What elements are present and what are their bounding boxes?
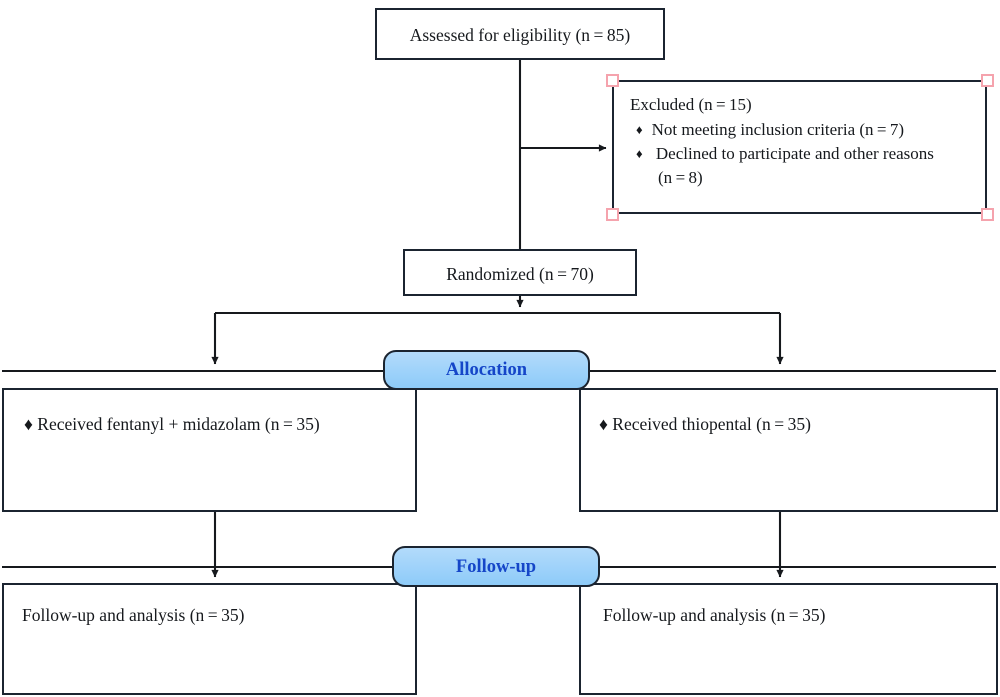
arm-left-label: ♦ Received fentanyl + midazolam (n = 35) — [24, 414, 320, 434]
selection-handle-bottom-left[interactable] — [606, 208, 619, 221]
randomized-label: Randomized (n = 70) — [446, 264, 594, 284]
follow-right-label: Follow-up and analysis (n = 35) — [603, 605, 826, 625]
diamond-bullet-icon: ♦ — [636, 146, 643, 161]
box-assessed-for-eligibility[interactable]: Assessed for eligibility (n = 85) — [375, 8, 665, 60]
box-arm-right-followup[interactable]: Follow-up and analysis (n = 35) — [579, 583, 998, 695]
excluded-reason-1-text: Not meeting inclusion criteria (n = 7) — [651, 120, 905, 139]
box-arm-left-allocation[interactable]: ♦ Received fentanyl + midazolam (n = 35) — [2, 388, 417, 512]
diamond-bullet-icon: ♦ — [636, 122, 643, 137]
box-randomized[interactable]: Randomized (n = 70) — [403, 249, 637, 296]
excluded-reason-1: ♦ Not meeting inclusion criteria (n = 7) — [636, 120, 904, 140]
excluded-reason-2: ♦ Declined to participate and other reas… — [636, 144, 934, 164]
stage-banner-followup[interactable]: Follow-up — [392, 546, 600, 587]
selection-handle-bottom-right[interactable] — [981, 208, 994, 221]
selection-handle-top-right[interactable] — [981, 74, 994, 87]
excluded-reason-2-continued: (n = 8) — [658, 168, 703, 187]
excluded-reason-2-text: Declined to participate and other reason… — [651, 144, 934, 163]
arm-right-label: ♦ Received thiopental (n = 35) — [599, 414, 811, 434]
box-excluded[interactable]: Excluded (n = 15) ♦ Not meeting inclusion… — [612, 80, 987, 214]
box-arm-right-allocation[interactable]: ♦ Received thiopental (n = 35) — [579, 388, 998, 512]
box-arm-left-followup[interactable]: Follow-up and analysis (n = 35) — [2, 583, 417, 695]
selection-handle-top-left[interactable] — [606, 74, 619, 87]
follow-left-label: Follow-up and analysis (n = 35) — [22, 605, 245, 625]
assessed-label: Assessed for eligibility (n = 85) — [409, 25, 631, 45]
excluded-title: Excluded (n = 15) — [630, 95, 752, 114]
stage-banner-allocation[interactable]: Allocation — [383, 350, 590, 390]
